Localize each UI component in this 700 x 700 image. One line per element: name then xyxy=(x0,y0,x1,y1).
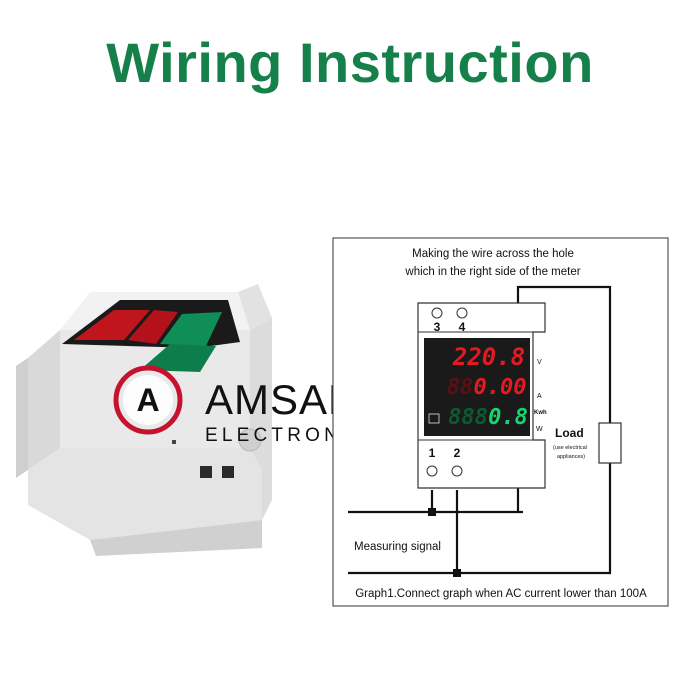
instruction-line-2: which in the right side of the meter xyxy=(404,266,580,278)
terminal-2-label: 2 xyxy=(454,446,461,460)
meter-red-display xyxy=(74,310,150,340)
wiring-diagram: Making the wire across the hole which in… xyxy=(332,237,669,607)
diagram-caption: Graph1.Connect graph when AC current low… xyxy=(355,588,647,600)
meter-display xyxy=(424,338,530,436)
display-mark: DS xyxy=(520,342,528,348)
unit-kwh: Kwh xyxy=(534,410,547,416)
measuring-signal-label: Measuring signal xyxy=(354,541,441,553)
display-button xyxy=(428,413,440,424)
unit-v: V xyxy=(537,359,542,366)
terminal-1-label: 1 xyxy=(429,446,436,460)
terminal-3-screw xyxy=(431,307,443,319)
terminal-4-screw xyxy=(456,307,468,319)
load-resistor xyxy=(598,422,622,464)
meter-schematic: 3 4 220.8 88 0.00 888 0.8 DS V A Kwh W 1… xyxy=(417,302,547,489)
meter-product-photo xyxy=(16,284,272,556)
display-power-dim: 888 xyxy=(448,405,488,430)
terminal-3-label: 3 xyxy=(434,320,441,334)
load-sub-2: appliances) xyxy=(557,454,585,460)
load-sub-1: (use electrical xyxy=(553,445,587,451)
load-label: Load xyxy=(555,426,584,440)
display-current-dim: 88 xyxy=(447,375,474,400)
display-current: 0.00 xyxy=(474,375,527,400)
logo-letter: A xyxy=(136,382,159,418)
instruction-line-1: Making the wire across the hole xyxy=(412,248,574,260)
meter-green-display xyxy=(160,312,222,346)
display-voltage: 220.8 xyxy=(452,343,525,371)
page-title: Wiring Instruction xyxy=(106,31,594,94)
terminal-2-screw xyxy=(451,465,463,477)
display-power: 0.8 xyxy=(488,405,528,430)
terminal-4-label: 4 xyxy=(459,320,466,334)
unit-w: W xyxy=(536,426,543,433)
unit-a: A xyxy=(537,393,542,400)
terminal-1-screw xyxy=(426,465,438,477)
